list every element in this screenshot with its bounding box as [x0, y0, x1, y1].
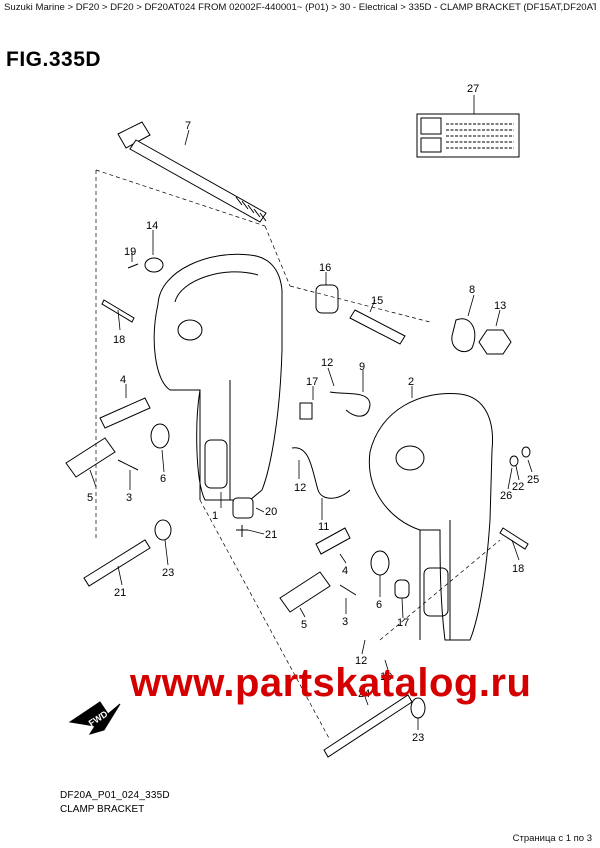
- part-7-bolt: [117, 121, 267, 223]
- callout-23-right: 23: [412, 732, 424, 744]
- part-2-bracket: [368, 392, 494, 641]
- diagram-code: DF20A_P01_024_335D: [60, 790, 170, 801]
- callout-12-mid: 12: [294, 482, 306, 494]
- callout-21-small: 21: [265, 529, 277, 541]
- part-14-19: [127, 257, 164, 273]
- callout-8: 8: [469, 284, 475, 296]
- callout-24: 24: [358, 688, 370, 700]
- part-1-bracket: [153, 253, 283, 501]
- callout-7: 7: [185, 120, 191, 132]
- callout-27: 27: [467, 83, 479, 95]
- part-20-21: [232, 497, 254, 537]
- callout-12-bottom: 12: [355, 655, 367, 667]
- callout-23-left: 23: [162, 567, 174, 579]
- page-info: Страница с 1 по 3: [512, 833, 592, 844]
- callout-12-top: 12: [321, 357, 333, 369]
- callout-5-left: 5: [87, 492, 93, 504]
- callout-22: 22: [512, 481, 524, 493]
- callout-2: 2: [408, 376, 414, 388]
- reference-lines: [95, 169, 501, 741]
- diagram-caption: CLAMP BRACKET: [60, 804, 145, 815]
- callout-15: 15: [371, 295, 383, 307]
- callout-17-top: 17: [306, 376, 318, 388]
- part-9-11-wiring: [291, 391, 371, 499]
- part-18-screw-right: [499, 527, 529, 550]
- callout-18-right: 18: [512, 563, 524, 575]
- callout-3-left: 3: [126, 492, 132, 504]
- callout-16: 16: [319, 262, 331, 274]
- callout-6-right: 6: [376, 599, 382, 611]
- leader-lines: [89, 95, 533, 730]
- part-8-13: [451, 318, 512, 355]
- breadcrumb: Suzuki Marine > DF20 > DF20 > DF20AT024 …: [4, 2, 596, 13]
- callout-13: 13: [494, 300, 506, 312]
- callout-14: 14: [146, 220, 158, 232]
- callout-19: 19: [124, 246, 136, 258]
- callout-3-right: 3: [342, 616, 348, 628]
- callout-numbers: 7 27 14 19 16 15 8 13 18 12 9 17 4 2 6 1…: [87, 83, 539, 744]
- callout-11: 11: [318, 521, 329, 533]
- callout-4-right: 4: [342, 565, 348, 577]
- callout-4-left: 4: [120, 374, 126, 386]
- callout-9: 9: [359, 361, 365, 373]
- watermark: www.partskatalog.ru: [130, 661, 532, 705]
- callout-17-bottom: 17: [397, 617, 409, 629]
- part-24-23-right: [323, 694, 426, 758]
- part-22-25-26: [509, 446, 531, 467]
- callout-5-right: 5: [301, 619, 307, 631]
- part-6-left: [150, 423, 170, 449]
- callout-20: 20: [265, 506, 277, 518]
- callout-21-large: 21: [114, 587, 126, 599]
- callout-18-left: 18: [113, 334, 125, 346]
- callout-25: 25: [527, 474, 539, 486]
- part-27-label: [416, 113, 520, 158]
- callout-26: 26: [500, 490, 512, 502]
- part-16-15: [315, 284, 406, 345]
- callout-1: 1: [212, 510, 218, 522]
- part-4-5-left: [65, 397, 151, 478]
- figure-title: FIG.335D: [6, 48, 102, 71]
- callout-10: 10: [380, 671, 392, 683]
- part-4-5-6-right: [279, 527, 410, 613]
- fwd-arrow: [68, 701, 121, 735]
- part-21-23-left: [83, 519, 172, 587]
- callout-6-left: 6: [160, 473, 166, 485]
